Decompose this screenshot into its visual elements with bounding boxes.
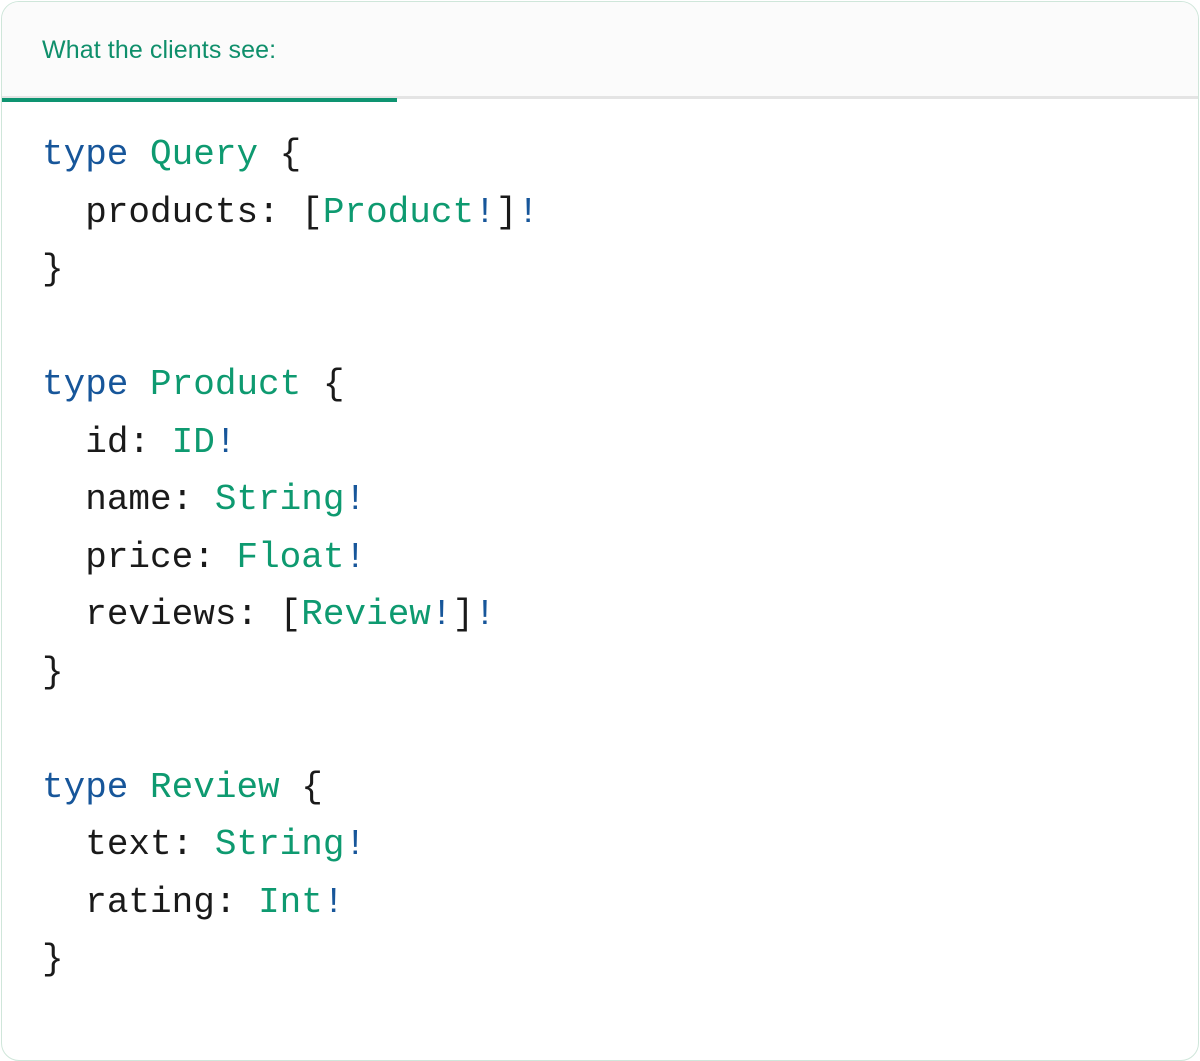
type-name: Query [150, 134, 259, 175]
close-brace-line: } [42, 652, 64, 693]
field-name: text [85, 824, 172, 865]
indent [42, 882, 85, 923]
close-brace: } [42, 651, 64, 693]
type-name: Product [150, 364, 302, 405]
field-type: Product [322, 191, 475, 233]
indent [42, 594, 85, 635]
type-definition-review: type Review { text: String! rating: Int!… [42, 767, 366, 981]
space [128, 364, 150, 405]
close-brace: } [42, 249, 64, 290]
type-name: Review [150, 766, 280, 808]
space [280, 767, 302, 808]
colon: : [214, 881, 259, 923]
field-name: rating [85, 881, 215, 923]
keyword-type: type [42, 364, 129, 405]
non-null-marker: ! [430, 594, 453, 635]
non-null-marker: ! [344, 479, 367, 520]
type-declaration-line: type Review { [42, 767, 323, 808]
open-brace: { [279, 134, 302, 175]
colon: : [171, 479, 215, 520]
colon: : [128, 421, 172, 463]
open-brace: { [301, 766, 323, 808]
code-body: type Query { products: [Product!]! } typ… [2, 99, 1198, 988]
space [258, 134, 280, 175]
close-brace: } [42, 939, 64, 980]
field-line-text: text: String! [42, 824, 366, 865]
space [128, 767, 150, 808]
open-bracket: [ [279, 594, 302, 635]
indent [42, 192, 85, 233]
space [301, 364, 323, 405]
type-declaration-line: type Product { [42, 364, 344, 405]
type-definition-query: type Query { products: [Product!]! } [42, 134, 539, 290]
field-line-reviews: reviews: [Review!]! [42, 594, 496, 635]
field-type: Review [301, 594, 431, 635]
colon: : [171, 824, 215, 865]
tab-label: What the clients see: [42, 35, 277, 64]
field-type: Float [236, 536, 345, 578]
field-line-rating: rating: Int! [42, 882, 344, 923]
tab-strip: What the clients see: [2, 2, 1198, 102]
field-type: ID [171, 421, 215, 463]
field-name: reviews [85, 594, 237, 635]
keyword-type: type [42, 766, 129, 808]
type-definition-product: type Product { id: ID! name: String! pri… [42, 364, 496, 693]
type-declaration-line: type Query { [42, 134, 301, 175]
open-bracket: [ [301, 191, 323, 233]
indent [42, 824, 85, 865]
field-type: String [214, 824, 345, 865]
graphql-schema-code: type Query { products: [Product!]! } typ… [42, 125, 1198, 988]
close-brace-line: } [42, 249, 64, 290]
field-type: Int [258, 881, 323, 923]
close-bracket: ] [452, 594, 475, 635]
tab-what-the-clients-see[interactable]: What the clients see: [2, 2, 397, 102]
colon: : [258, 191, 302, 233]
field-name: id [85, 421, 129, 463]
close-bracket: ] [495, 191, 518, 233]
field-name: name [85, 479, 172, 520]
non-null-marker: ! [344, 824, 367, 865]
field-type: String [214, 479, 345, 520]
non-null-marker: ! [344, 536, 367, 578]
non-null-marker: ! [214, 421, 237, 463]
code-root: type Query { products: [Product!]! } typ… [42, 134, 539, 980]
field-name: price [85, 536, 194, 578]
colon: : [193, 536, 237, 578]
field-line-products: products: [Product!]! [42, 192, 539, 233]
colon: : [236, 594, 280, 635]
non-null-marker-outer: ! [474, 594, 496, 635]
non-null-marker: ! [322, 881, 345, 923]
field-line-id: id: ID! [42, 422, 236, 463]
indent [42, 537, 85, 578]
indent [42, 422, 85, 463]
space [128, 134, 150, 175]
field-name: products [85, 191, 259, 233]
non-null-marker-outer: ! [517, 191, 539, 233]
field-line-price: price: Float! [42, 537, 366, 578]
non-null-marker: ! [474, 191, 496, 233]
indent [42, 479, 85, 520]
close-brace-line: } [42, 939, 64, 980]
keyword-type: type [42, 134, 129, 175]
open-brace: { [322, 364, 345, 405]
field-line-name: name: String! [42, 479, 366, 520]
